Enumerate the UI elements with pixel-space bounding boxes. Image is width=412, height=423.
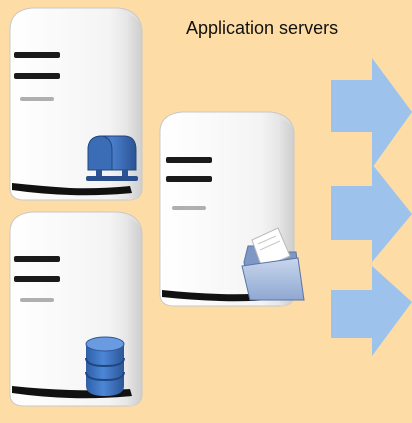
- drive-slot: [14, 256, 60, 262]
- database-icon: [85, 336, 125, 396]
- drive-slot: [20, 97, 54, 101]
- file-server: [159, 111, 305, 307]
- drive-slot: [14, 73, 60, 79]
- arrow-1: [331, 58, 412, 168]
- mail-server: [9, 7, 143, 201]
- mailbox-icon: [86, 135, 138, 181]
- folder-icon: [241, 227, 305, 301]
- drive-slot: [166, 176, 212, 182]
- drive-slot: [166, 157, 212, 163]
- arrow-3: [331, 266, 412, 356]
- drive-slot: [172, 206, 206, 210]
- database-server: [9, 211, 143, 407]
- arrow-2: [331, 164, 412, 262]
- server-base: [12, 183, 132, 196]
- server-side: [128, 218, 142, 406]
- drive-slot: [20, 298, 54, 302]
- drive-slot: [14, 52, 60, 58]
- drive-slot: [14, 276, 60, 282]
- server-side: [128, 14, 142, 200]
- diagram-caption: Application servers: [186, 18, 339, 38]
